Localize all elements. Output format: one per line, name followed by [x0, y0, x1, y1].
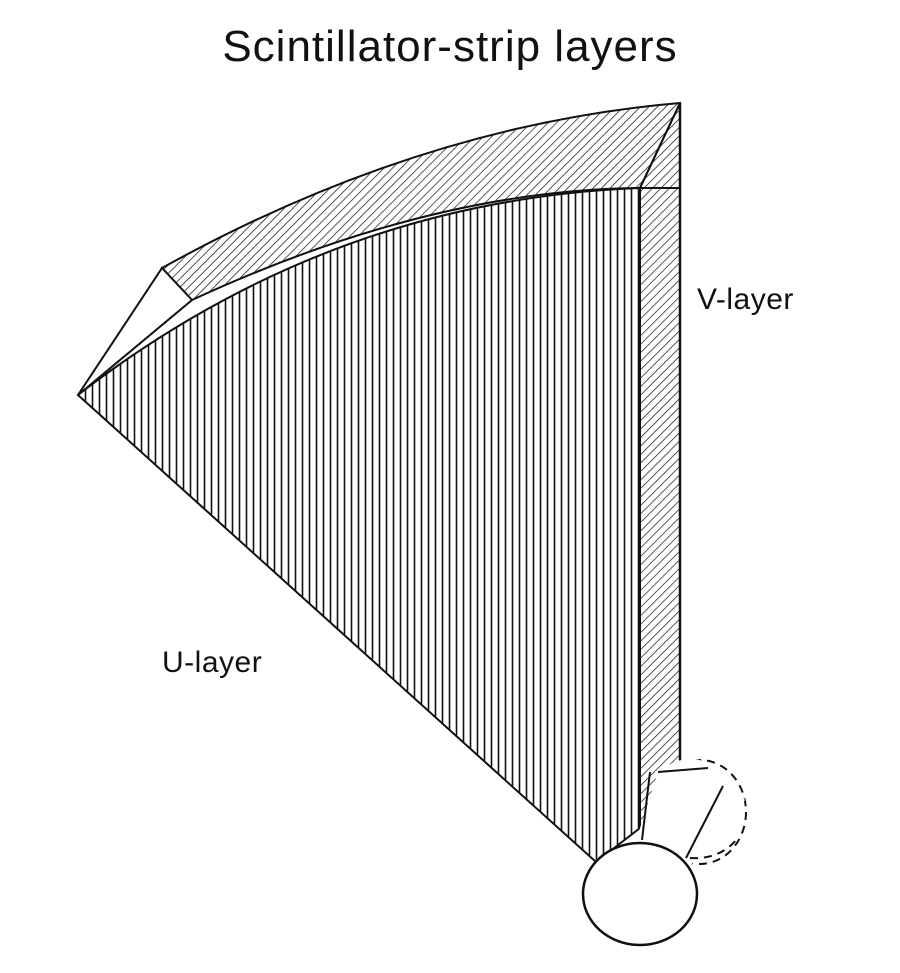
cylinder-bottom-edge [689, 837, 739, 860]
v-layer-label: V-layer [697, 283, 794, 316]
u-layer-plate [76, 186, 641, 864]
v-layer-corner-edge [639, 102, 681, 189]
cylinder-side-line-top [657, 767, 709, 773]
diagram-title: Scintillator-strip layers [222, 22, 678, 71]
cylinder-front-face [581, 841, 699, 947]
cylinder-upper-edge [641, 771, 651, 841]
u-layer-label: U-layer [162, 646, 263, 679]
v-layer-side-facet [77, 266, 194, 396]
cylinder-side-line-mid [685, 785, 724, 859]
